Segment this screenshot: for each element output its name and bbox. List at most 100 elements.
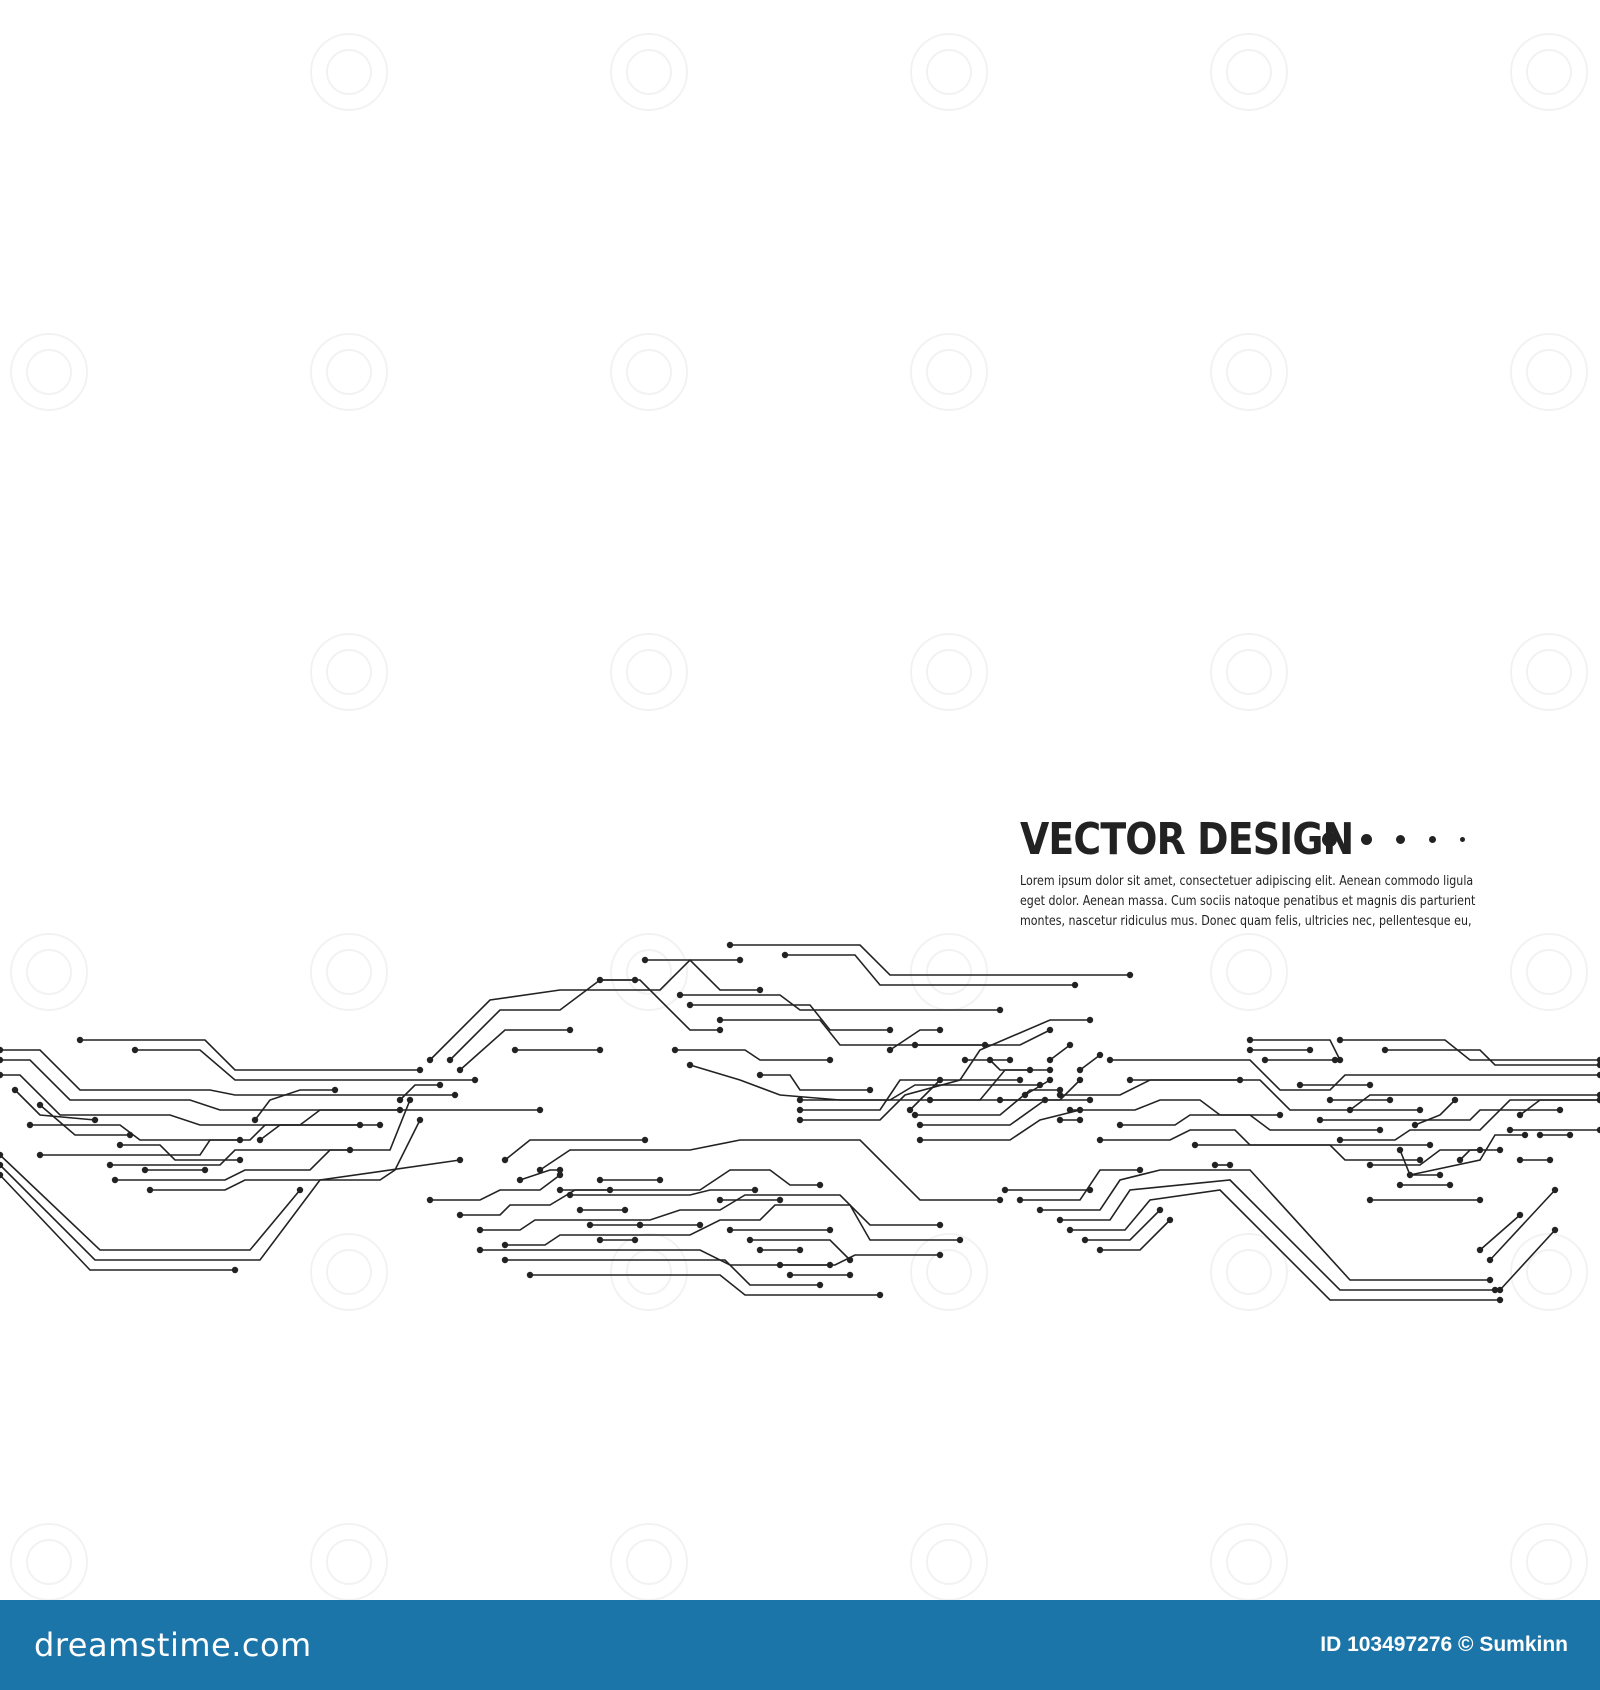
dot-icon (1361, 834, 1372, 845)
circuit-pad-icon (1496, 1286, 1504, 1294)
circuit-pad-icon (1486, 1256, 1494, 1264)
circuit-pad-icon (1596, 1096, 1600, 1104)
circuit-pad-icon (1596, 1056, 1600, 1064)
title-block: VECTOR DESIGN Lorem ipsum dolor sit amet… (1020, 814, 1490, 931)
circuit-pad-icon (1476, 1246, 1484, 1254)
circuit-pad-icon (1426, 1141, 1434, 1149)
circuit-pad-icon (996, 1196, 1004, 1204)
circuit-pad-icon (1396, 1146, 1404, 1154)
circuit-pad-icon (1346, 1106, 1354, 1114)
circuit-pad-icon (636, 1221, 644, 1229)
circuit-trace (915, 1089, 1060, 1116)
circuit-trace (259, 1109, 400, 1141)
circuit-pad-icon (596, 1236, 604, 1244)
circuit-pad-icon (886, 1026, 894, 1034)
circuit-pad-icon (1306, 1046, 1314, 1054)
circuit-pad-icon (146, 1186, 154, 1194)
circuit-pad-icon (996, 1006, 1004, 1014)
circuit-pad-icon (536, 1106, 544, 1114)
circuit-pad-icon (1066, 1106, 1074, 1114)
circuit-pad-icon (256, 1136, 264, 1144)
circuit-trace (504, 1139, 645, 1161)
circuit-pad-icon (631, 1236, 639, 1244)
circuit-pad-icon (1076, 1076, 1084, 1084)
circuit-pad-icon (396, 1096, 404, 1104)
circuit-trace (0, 1074, 380, 1126)
circuit-pad-icon (1416, 1156, 1424, 1164)
circuit-pad-icon (1046, 1066, 1054, 1074)
circuit-pad-icon (986, 1056, 994, 1064)
circuit-pad-icon (1086, 1096, 1094, 1104)
circuit-pad-icon (201, 1166, 209, 1174)
circuit-trace (1385, 1049, 1600, 1066)
circuit-pad-icon (116, 1141, 124, 1149)
circuit-pad-icon (586, 1221, 594, 1229)
circuit-pad-icon (716, 1016, 724, 1024)
circuit-pad-icon (476, 1226, 484, 1234)
circuit-pad-icon (566, 1026, 574, 1034)
circuit-trace (785, 954, 1075, 986)
circuit-pad-icon (471, 1076, 479, 1084)
circuit-pad-icon (1106, 1056, 1114, 1064)
circuit-pad-icon (1156, 1206, 1164, 1214)
circuit-pad-icon (796, 1246, 804, 1254)
circuit-trace (1250, 1039, 1341, 1061)
circuit-pad-icon (1516, 1111, 1524, 1119)
circuit-trace (480, 1249, 940, 1266)
circuit-pad-icon (1596, 1091, 1600, 1099)
circuit-pad-icon (1516, 1156, 1524, 1164)
circuit-pad-icon (1261, 1056, 1269, 1064)
circuit-pad-icon (1416, 1106, 1424, 1114)
circuit-pad-icon (886, 1046, 894, 1054)
circuit-trace (120, 1144, 240, 1161)
circuit-pad-icon (231, 1266, 239, 1274)
circuit-pad-icon (36, 1151, 44, 1159)
circuit-trace (675, 1049, 830, 1061)
circuit-pad-icon (1021, 1091, 1029, 1099)
circuit-trace (0, 1154, 301, 1251)
circuit-pad-icon (36, 1101, 44, 1109)
circuit-trace (1489, 1189, 1556, 1261)
circuit-pad-icon (1366, 1161, 1374, 1169)
circuit-trace (1020, 1169, 1140, 1201)
circuit-pad-icon (686, 1001, 694, 1009)
circuit-pad-icon (1096, 1136, 1104, 1144)
circuit-pad-icon (696, 1221, 704, 1229)
circuit-pad-icon (1486, 1276, 1494, 1284)
circuit-pad-icon (11, 1086, 19, 1094)
circuit-pad-icon (876, 1291, 884, 1299)
circuit-trace (720, 1019, 985, 1046)
circuit-pad-icon (1191, 1141, 1199, 1149)
circuit-pad-icon (1046, 1026, 1054, 1034)
circuit-pad-icon (501, 1256, 509, 1264)
circuit-pad-icon (726, 941, 734, 949)
circuit-pad-icon (596, 1046, 604, 1054)
circuit-trace (480, 1194, 940, 1231)
circuit-pad-icon (776, 1196, 784, 1204)
body-text: Lorem ipsum dolor sit amet, consectetuer… (1020, 871, 1496, 931)
circuit-pad-icon (1081, 1236, 1089, 1244)
circuit-pad-icon (511, 1046, 519, 1054)
circuit-pad-icon (1211, 1161, 1219, 1169)
circuit-pad-icon (1096, 1246, 1104, 1254)
circuit-pad-icon (1446, 1181, 1454, 1189)
circuit-pad-icon (396, 1106, 404, 1114)
circuit-trace (1409, 1134, 1525, 1176)
circuit-board-graphic (0, 941, 1600, 1304)
circuit-pad-icon (476, 1246, 484, 1254)
circuit-pad-icon (106, 1161, 114, 1169)
circuit-pad-icon (1016, 1076, 1024, 1084)
circuit-pad-icon (1546, 1156, 1554, 1164)
circuit-pad-icon (846, 1271, 854, 1279)
circuit-trace (530, 1274, 880, 1296)
circuit-trace (560, 1169, 820, 1191)
circuit-pad-icon (716, 1196, 724, 1204)
circuit-pad-icon (1126, 1076, 1134, 1084)
circuit-trace (1195, 1144, 1420, 1161)
circuit-trace (680, 994, 1000, 1011)
circuit-trace (920, 1099, 1046, 1126)
brand-logo[interactable]: dreamstime.com (34, 1626, 312, 1664)
circuit-pad-icon (1126, 971, 1134, 979)
circuit-pad-icon (796, 1116, 804, 1124)
circuit-pad-icon (1456, 1156, 1464, 1164)
